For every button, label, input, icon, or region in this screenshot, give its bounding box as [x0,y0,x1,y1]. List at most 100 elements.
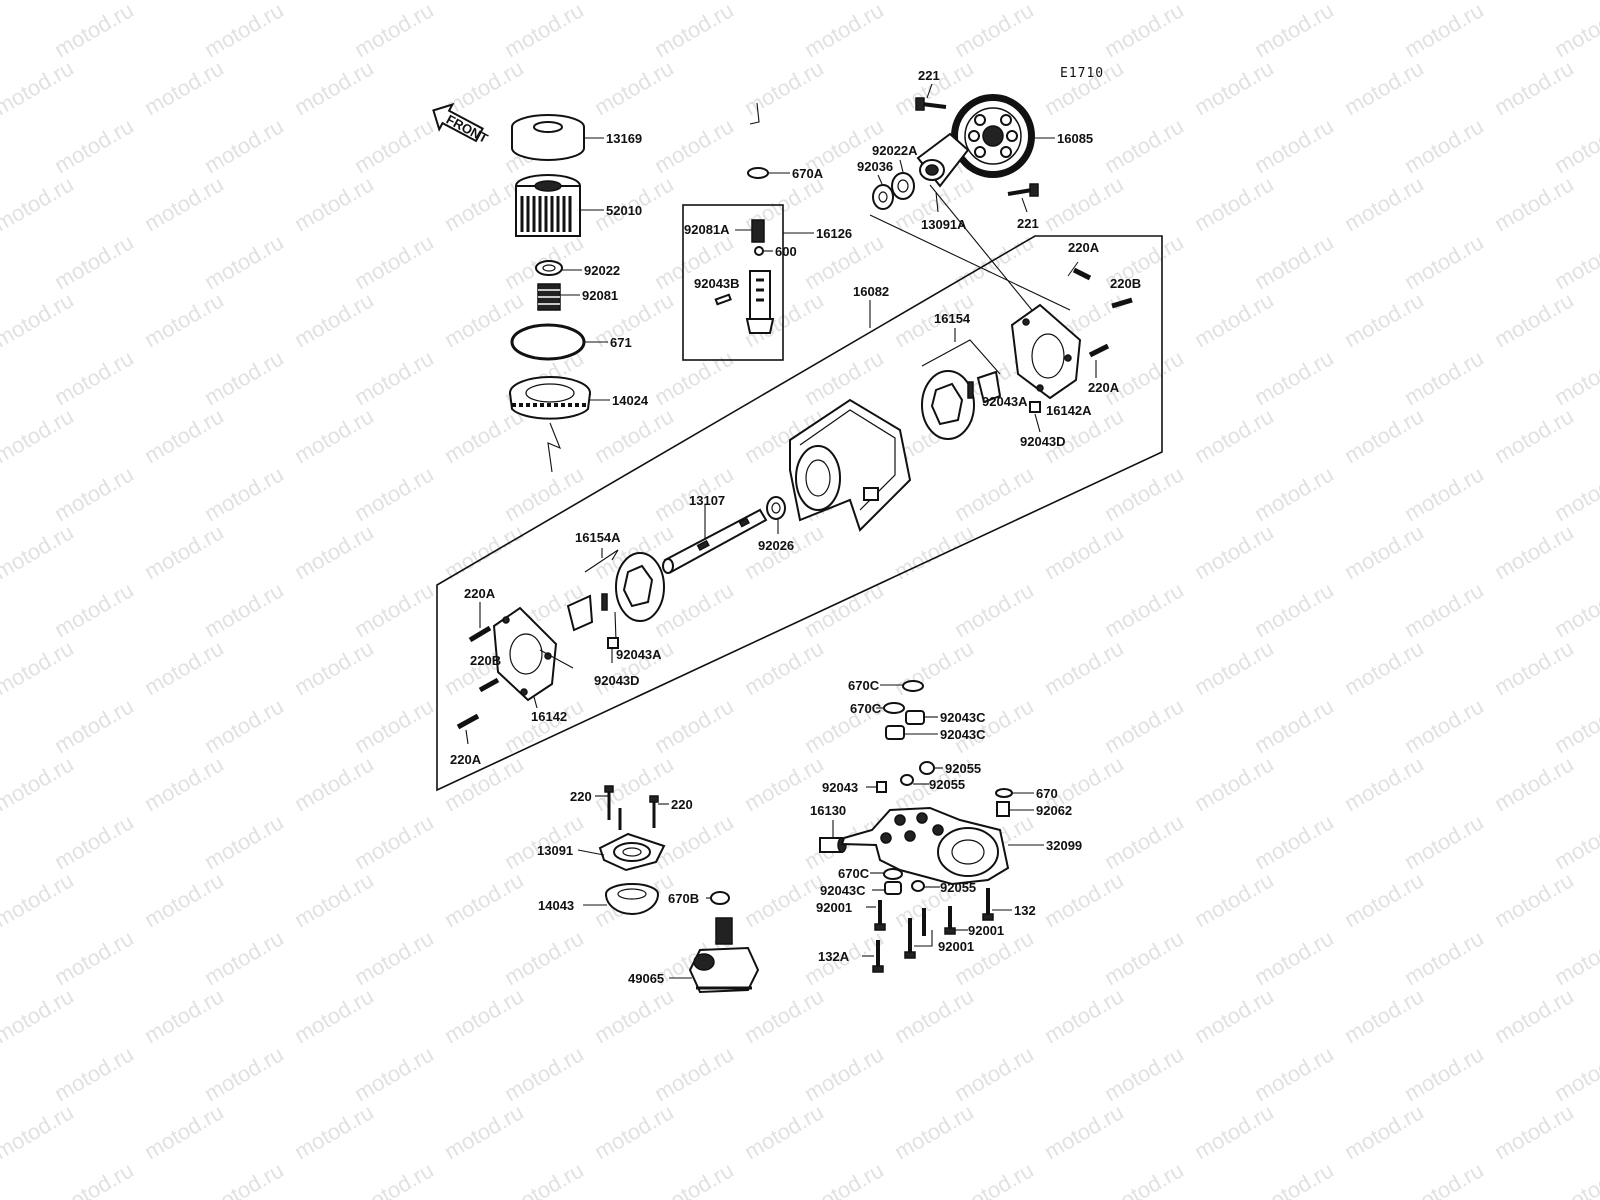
plug-icon [911,880,925,892]
watermark-text: motod.ru [350,809,438,874]
part-label: 92022 [584,263,620,278]
watermark-text: motod.ru [1340,287,1428,352]
watermark-text: motod.ru [1400,113,1488,178]
watermark-text: motod.ru [0,287,78,352]
watermark-text: motod.ru [1190,1099,1278,1164]
watermark-text: motod.ru [0,1099,78,1164]
watermark-text: motod.ru [1550,809,1600,874]
part-label: 16082 [853,284,889,299]
watermark-text: motod.ru [200,577,288,642]
part-label: 221 [918,68,940,83]
watermark-text: motod.ru [290,983,378,1048]
watermark-text: motod.ru [1490,171,1578,236]
watermark-text: motod.ru [440,55,528,120]
o-ring-icon [510,323,586,361]
part-label: 220 [570,789,592,804]
watermark-text: motod.ru [890,0,978,4]
watermark-text: motod.ru [290,751,378,816]
watermark-text: motod.ru [50,925,138,990]
part-label: 670C [838,866,870,881]
watermark-text: motod.ru [1100,113,1188,178]
washer-icon [902,680,924,692]
watermark-text: motod.ru [1100,1157,1188,1200]
watermark-text: motod.ru [590,635,678,700]
watermark-text: motod.ru [1100,1041,1188,1106]
watermark-text: motod.ru [1040,0,1128,4]
watermark-text: motod.ru [1100,925,1188,990]
watermark-text: motod.ru [500,0,588,62]
watermark-text: motod.ru [1340,171,1428,236]
watermark-text: motod.ru [440,519,528,584]
inner-rotor-icon [976,370,1002,404]
part-label: 670C [850,701,882,716]
pin-icon [714,293,732,306]
watermark-text: motod.ru [1490,751,1578,816]
washer-icon [995,788,1013,798]
collar-icon [884,881,902,895]
part-label: 92022A [872,143,918,158]
watermark-text: motod.ru [1040,635,1128,700]
watermark-text: motod.ru [200,809,288,874]
watermark-text: motod.ru [140,635,228,700]
watermark-text: motod.ru [350,925,438,990]
bolt-icon [1088,343,1110,358]
pin-icon [607,637,619,649]
screw-icon [1007,183,1039,197]
shaft-icon [662,508,768,574]
watermark-text: motod.ru [200,229,288,294]
watermark-text: motod.ru [140,867,228,932]
watermark-text: motod.ru [350,345,438,410]
spring-icon [751,219,765,243]
watermark-text: motod.ru [0,751,78,816]
screw-icon [915,97,947,111]
watermark-text: motod.ru [350,229,438,294]
watermark-text: motod.ru [290,403,378,468]
watermark-text: motod.ru [50,0,138,62]
watermark-text: motod.ru [1190,867,1278,932]
watermark-text: motod.ru [950,577,1038,642]
watermark-text: motod.ru [1340,1099,1428,1164]
watermark-text: motod.ru [1490,55,1578,120]
watermark-text: motod.ru [500,461,588,526]
watermark-text: motod.ru [1550,0,1600,62]
watermark-text: motod.ru [800,1041,888,1106]
plug-icon [919,761,935,775]
watermark-text: motod.ru [440,287,528,352]
part-label: 92043D [594,673,640,688]
watermark-text: motod.ru [50,1157,138,1200]
watermark-text: motod.ru [290,287,378,352]
watermark-text: motod.ru [1190,519,1278,584]
part-label: 92001 [816,900,852,915]
watermark-text: motod.ru [1340,0,1428,4]
bolt-icon [1067,261,1092,281]
oil-filter-cover-icon [511,114,585,161]
watermark-text: motod.ru [1400,345,1488,410]
watermark-text: motod.ru [0,867,78,932]
part-label: 92036 [857,159,893,174]
watermark-text: motod.ru [650,693,738,758]
pin-icon [1029,401,1041,413]
part-label: 220A [1088,380,1120,395]
washer-icon [883,702,905,714]
watermark-text: motod.ru [740,635,828,700]
watermark-text: motod.ru [140,751,228,816]
watermark-text: motod.ru [1550,345,1600,410]
part-label: 14024 [612,393,649,408]
bolt-icon [1111,297,1133,309]
pin-icon [967,381,974,399]
part-label: 52010 [606,203,642,218]
part-label: 16130 [810,803,846,818]
part-label: 13169 [606,131,642,146]
rotor-icon [921,370,975,440]
part-label: 92043C [940,710,986,725]
watermark-text: motod.ru [500,1157,588,1200]
part-label: 132A [818,949,850,964]
watermark-text: motod.ru [740,55,828,120]
watermark-text: motod.ru [440,1099,528,1164]
watermark-text: motod.ru [440,983,528,1048]
watermark-text: motod.ru [290,1099,378,1164]
watermark-text: motod.ru [140,403,228,468]
part-label: 92043C [820,883,866,898]
watermark-text: motod.ru [590,403,678,468]
watermark-text: motod.ru [890,635,978,700]
